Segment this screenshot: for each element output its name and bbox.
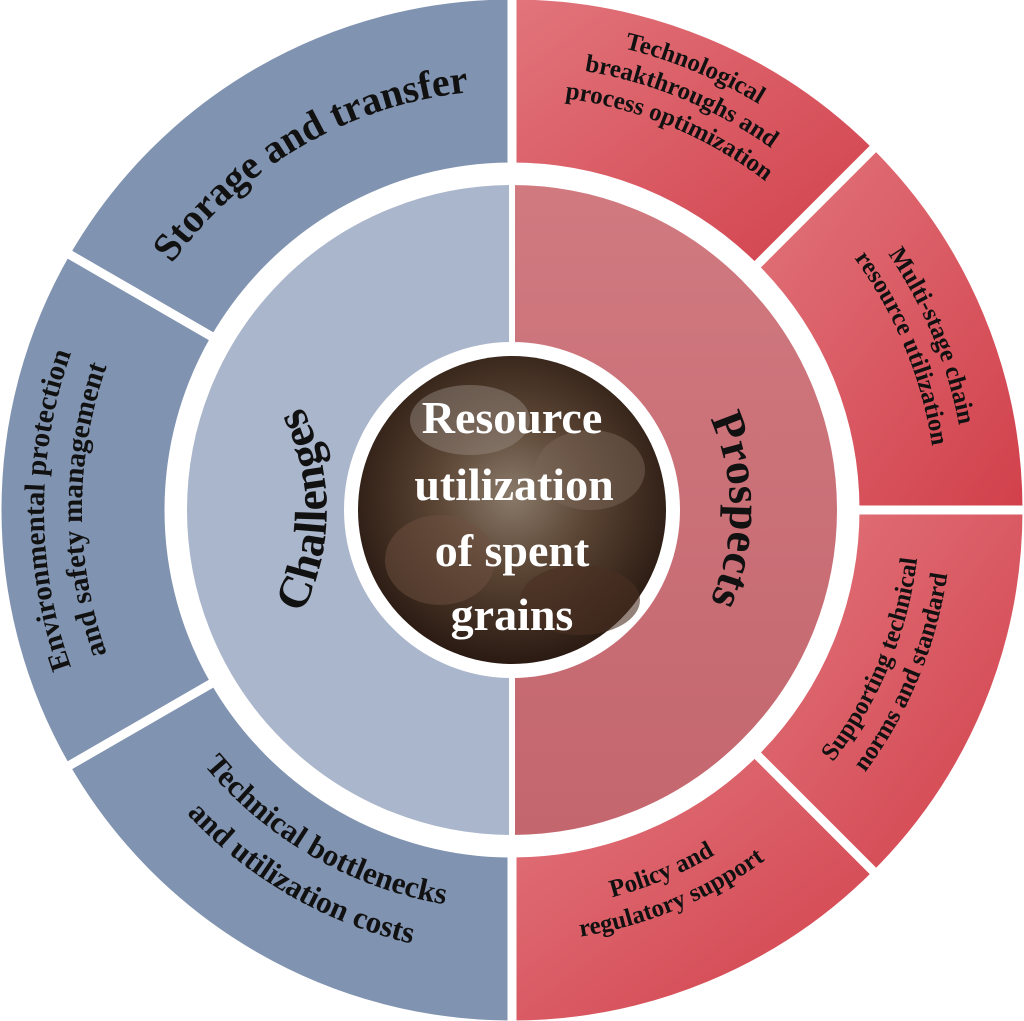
prospects-inner-ring xyxy=(509,178,843,842)
center-title-line-4: grains xyxy=(451,589,574,640)
challenge-segment-1 xyxy=(59,0,517,345)
center-title-line-1: Resource xyxy=(422,392,603,443)
challenge-segment-2 xyxy=(0,246,222,774)
prospect-segment-2 xyxy=(748,139,1024,515)
center-title-line-3: of spent xyxy=(435,525,590,576)
center-hub: Resource utilization of spent grains xyxy=(352,350,672,670)
challenges-inner-ring xyxy=(181,178,515,842)
prospect-segment-4 xyxy=(507,746,883,1021)
challenge-segment-3 xyxy=(59,675,517,1021)
center-title-line-2: utilization xyxy=(414,459,613,510)
